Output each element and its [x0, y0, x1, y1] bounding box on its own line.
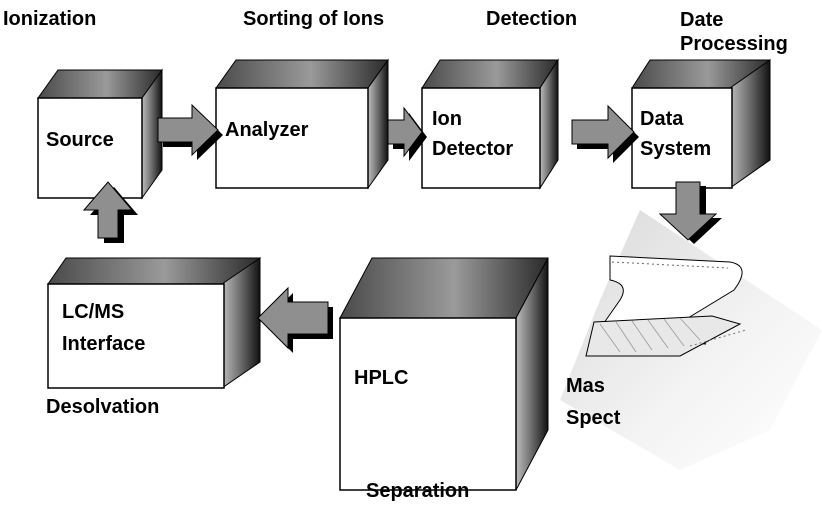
source-label: Source — [46, 129, 114, 151]
arrow-datasystem-to-spectra — [658, 181, 722, 244]
stage-label-sorting: Sorting of Ions — [243, 8, 385, 30]
ion-detector-box — [421, 58, 559, 190]
stage-label-detection: Detection — [486, 8, 578, 30]
stage-label-ionization: Ionization — [3, 8, 97, 30]
mass-spectra-printout-icon — [560, 210, 822, 470]
arrow-hplc-to-interface — [257, 286, 333, 353]
data-system-box — [631, 59, 771, 189]
data-system-label: Data System — [640, 108, 712, 160]
arrow-analyzer-to-detector — [387, 106, 427, 161]
source-box — [37, 68, 163, 200]
stage-label-separation: Separation — [366, 480, 470, 502]
arrow-detector-to-datasystem — [571, 104, 639, 163]
mass-spectra-label: Mas Spect — [566, 375, 621, 429]
arrow-source-to-analyzer — [157, 103, 223, 160]
hplc-label: HPLC — [354, 367, 409, 389]
hplc-box — [339, 257, 549, 491]
analyzer-box — [215, 58, 389, 190]
arrow-interface-to-source — [82, 181, 138, 243]
ion-detector-label: Ion Detector — [432, 108, 514, 160]
stage-label-date-processing: Date Processing — [680, 9, 788, 55]
lcms-interface-label: LC/MS Interface — [62, 301, 146, 355]
lcms-interface-box — [47, 257, 261, 389]
analyzer-label: Analyzer — [225, 119, 309, 141]
stage-label-desolvation: Desolvation — [46, 396, 160, 418]
